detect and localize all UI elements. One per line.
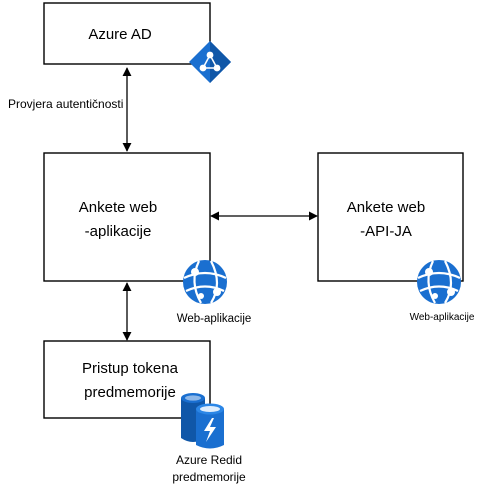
token-cache-icon-caption-line1: Azure Redid [176,453,242,467]
web-app-box [43,152,211,282]
token-cache-label-line2: predmemorije [84,384,176,401]
azure-ad-node: Azure AD [43,2,231,83]
redis-cache-icon [181,393,224,449]
azure-ad-label: Azure AD [88,26,152,43]
token-cache-node: Pristup tokena predmemorije Azure Redid … [43,340,246,484]
web-api-label-line2: -API-JA [360,223,412,240]
web-api-label-line1: Ankete web [347,199,425,216]
web-app-label-line2: -aplikacije [85,223,152,240]
auth-connector-label: Provjera autentičnosti [8,97,123,111]
azure-ad-diamond-icon [189,41,231,83]
web-app-icon-caption: Web-aplikacije [177,313,252,325]
token-cache-icon-caption-line2: predmemorije [172,470,246,484]
token-cache-label-line1: Pristup tokena [82,360,179,377]
web-app-globe-icon [183,260,227,304]
web-api-globe-icon [417,260,461,304]
web-app-label-line1: Ankete web [79,199,157,216]
web-app-node: Ankete web -aplikacije Web-aplikacije [43,152,252,325]
web-api-icon-caption: Web-aplikacije [410,312,475,323]
web-api-node: Ankete web -API-JA Web-aplikacije [317,152,475,323]
web-api-box [317,152,464,282]
azure-ad-box [43,2,211,65]
